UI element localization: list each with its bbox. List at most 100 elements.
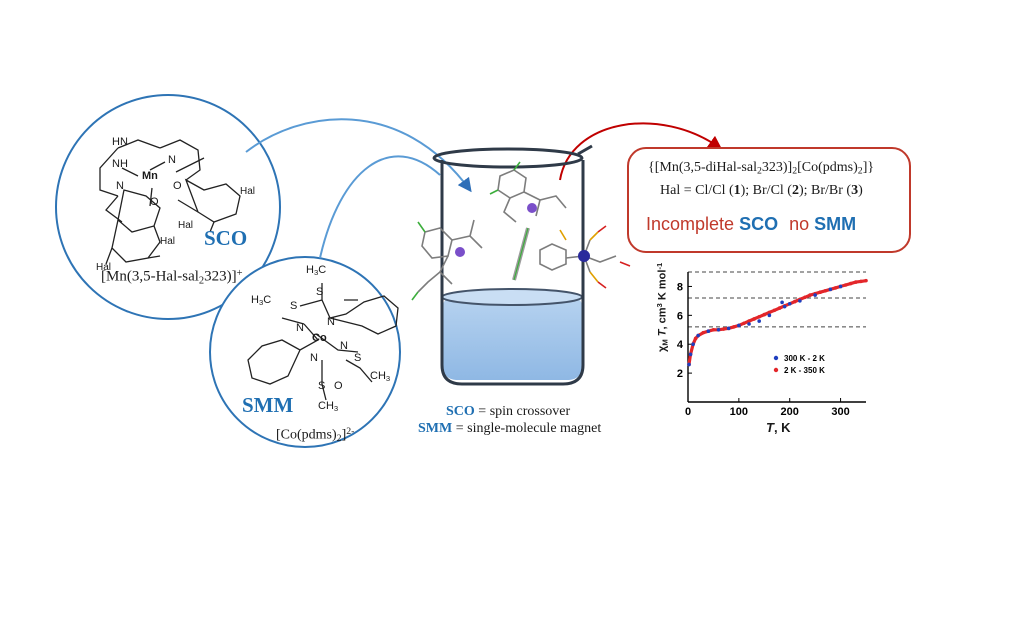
legend-marker	[773, 355, 779, 361]
data-point-red	[843, 283, 848, 287]
legend-marker	[773, 367, 779, 373]
data-point-red	[833, 286, 838, 290]
data-point-blue	[696, 333, 700, 338]
y-tick-label: 4	[677, 339, 684, 351]
sco-tag: SCO	[204, 226, 248, 250]
word-sco: SCO	[739, 214, 779, 234]
data-point-blue	[726, 326, 731, 331]
smm-formula: [Co(pdms)2]2-	[276, 426, 355, 444]
atom-mn: Mn	[142, 170, 158, 182]
word-incomplete: Incomplete	[646, 214, 735, 234]
atom-n-right: N	[168, 154, 176, 166]
data-point-red	[762, 312, 767, 317]
data-point-blue	[747, 322, 751, 326]
data-point-red	[752, 317, 756, 321]
arrow-beaker-to-result	[559, 122, 723, 181]
hal-label-1: Hal	[240, 186, 256, 197]
crystal-structures	[411, 161, 631, 301]
y-tick-label: 6	[677, 310, 683, 322]
data-point-red	[693, 336, 698, 341]
data-point-red	[793, 299, 797, 304]
x-tick-label: 100	[730, 406, 748, 418]
data-point-blue	[838, 284, 843, 289]
smm-atom-s2: S	[290, 300, 298, 312]
hal-label-4: Hal	[96, 262, 112, 273]
data-point-red	[803, 295, 807, 300]
atom-hn: HN	[112, 136, 128, 148]
data-point-red	[772, 308, 777, 313]
data-point-red	[731, 325, 736, 329]
data-point-blue	[687, 362, 691, 367]
data-point-red	[818, 290, 823, 295]
sco-formula: [Mn(3,5-Hal-sal2323)]+	[101, 268, 243, 287]
smm-structure	[247, 283, 399, 401]
sco-structure	[99, 139, 241, 265]
smm-atom-n2: N	[296, 322, 304, 334]
smm-atom-o: O	[334, 380, 343, 392]
chi-t-chart: 0 100 200 300 2 4 6 8 300 K - 2 K 2 K - 350 K	[677, 271, 868, 418]
methyl-left: H3C	[251, 294, 272, 307]
result-conclusion: Incomplete SCO no SMM	[646, 214, 856, 235]
data-point-blue	[787, 301, 792, 306]
beaker	[432, 144, 593, 386]
data-point-red	[823, 288, 828, 293]
atom-o-bottom: O	[150, 196, 159, 208]
chart-ylabel: χM T, cm3 K mol-1	[655, 262, 670, 352]
smm-atom-co: Co	[312, 332, 327, 344]
legend-label: 300 K - 2 K	[784, 354, 825, 363]
arrow-sco-to-beaker	[245, 118, 472, 193]
smm-tag: SMM	[242, 393, 294, 417]
smm-circle	[209, 256, 401, 448]
data-point-red	[701, 330, 706, 335]
methyl-bottom: CH3	[318, 400, 339, 413]
data-point-blue	[828, 287, 833, 292]
data-point-red	[864, 278, 868, 283]
data-point-red	[747, 319, 751, 323]
smm-atom-n3: N	[340, 340, 348, 352]
atom-o-right: O	[173, 180, 182, 192]
data-point-red	[777, 306, 782, 310]
data-point-blue	[757, 319, 761, 323]
y-tick-label: 8	[677, 281, 683, 293]
methyl-right: CH3	[370, 370, 391, 383]
data-point-blue	[780, 300, 784, 305]
word-smm: SMM	[814, 214, 857, 234]
methyl-top: H3C	[306, 264, 327, 277]
y-tick-label: 2	[677, 368, 683, 380]
data-point-red	[854, 280, 858, 284]
data-point-blue	[706, 329, 711, 334]
data-point-blue	[782, 304, 787, 309]
series-line-2k-350k	[687, 279, 867, 365]
data-point-blue	[691, 342, 695, 347]
data-point-red	[721, 327, 726, 331]
data-point-red	[742, 321, 746, 326]
smm-atom-n1: N	[327, 316, 335, 328]
data-point-red	[859, 279, 863, 284]
x-tick-label: 200	[781, 406, 799, 418]
data-point-red	[808, 293, 812, 297]
atom-nh: NH	[112, 158, 128, 170]
definition-sco: SCO = spin crossover	[446, 404, 571, 419]
hal-label-3: Hal	[160, 236, 176, 247]
legend-label: 2 K - 350 K	[784, 366, 825, 375]
data-point-red	[757, 314, 761, 319]
smm-atom-n4: N	[310, 352, 318, 364]
atom-n-left: N	[116, 180, 124, 192]
data-point-blue	[688, 352, 693, 357]
sco-circle	[55, 94, 281, 320]
word-no: no	[789, 214, 810, 234]
data-point-blue	[798, 299, 802, 303]
smm-atom-s1: S	[316, 286, 324, 298]
data-point-red	[767, 310, 772, 315]
data-point-red	[848, 281, 853, 286]
definition-smm: SMM = single-molecule magnet	[418, 421, 602, 436]
x-tick-label: 0	[685, 406, 691, 418]
data-point-blue	[813, 293, 817, 297]
data-point-blue	[767, 313, 772, 318]
x-tick-label: 300	[831, 406, 849, 418]
result-box	[627, 147, 911, 253]
data-point-red	[711, 327, 716, 332]
arrow-smm-to-beaker	[319, 155, 441, 259]
